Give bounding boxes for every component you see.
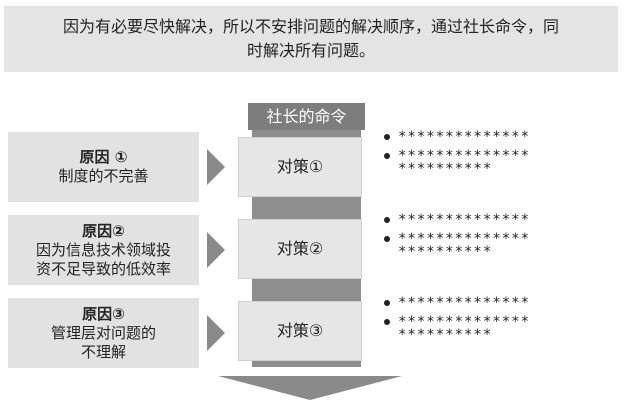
cause-box-3: 原因③ 管理层对问题的 不理解 <box>8 298 199 368</box>
right-arrow-icon <box>207 232 225 268</box>
list-item: ************** ********** <box>384 148 620 177</box>
cause-title: 原因② <box>82 221 125 240</box>
bullet-text: ************** ********** <box>398 314 531 343</box>
right-arrow-icon <box>207 149 225 185</box>
banner-line-1: 因为有必要尽快解决，所以不安排问题的解决顺序，通过社长命令，同 <box>62 17 559 36</box>
list-item: ************** ********** <box>384 231 620 260</box>
list-item: ************** <box>384 129 620 145</box>
bullet-text: ************** <box>398 295 531 311</box>
bullet-dot-icon <box>384 319 390 325</box>
cause-box-1: 原因 ① 制度的不完善 <box>8 132 199 202</box>
down-arrow-icon <box>218 376 402 400</box>
bullet-text: ************** <box>398 129 531 145</box>
bullet-list-1: ************** ************** ********** <box>384 129 620 182</box>
bullet-dot-icon <box>384 236 390 242</box>
bullet-dot-icon <box>384 217 390 223</box>
measure-box-2: 对策② <box>238 219 362 279</box>
measure-box-1: 对策① <box>238 137 362 197</box>
bullet-dot-icon <box>384 300 390 306</box>
list-item: ************** <box>384 212 620 228</box>
bullet-text: ************** ********** <box>398 231 531 260</box>
summary-banner: 因为有必要尽快解决，所以不安排问题的解决顺序，通过社长命令，同 时解决所有问题。 <box>4 6 618 72</box>
cause-title: 原因 ① <box>79 148 128 166</box>
cause-text: 制度的不完善 <box>58 167 149 185</box>
banner-line-2: 时解决所有问题。 <box>246 41 375 60</box>
cause-title: 原因③ <box>82 304 125 323</box>
cause-text: 不理解 <box>80 342 126 361</box>
bullet-list-3: ************** ************** ********** <box>384 295 620 348</box>
cause-text: 因为信息技术领域投 <box>35 240 171 259</box>
bullet-dot-icon <box>384 153 390 159</box>
cause-text: 管理层对问题的 <box>50 323 156 342</box>
list-item: ************** ********** <box>384 314 620 343</box>
list-item: ************** <box>384 295 620 311</box>
president-command-header: 社长的命令 <box>248 103 365 130</box>
cause-text: 资不足导致的低效率 <box>35 259 171 278</box>
bullet-text: ************** ********** <box>398 148 531 177</box>
bullet-dot-icon <box>384 134 390 140</box>
cause-box-2: 原因② 因为信息技术领域投 资不足导致的低效率 <box>8 215 199 285</box>
bullet-text: ************** <box>398 212 531 228</box>
measure-box-3: 对策③ <box>238 301 362 361</box>
bullet-list-2: ************** ************** ********** <box>384 212 620 265</box>
right-arrow-icon <box>207 315 225 351</box>
